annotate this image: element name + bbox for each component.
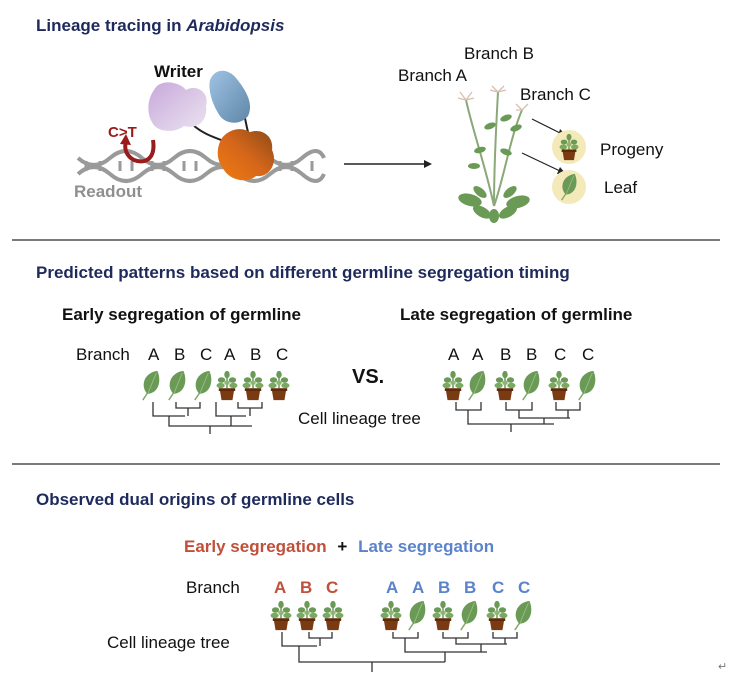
leaf-icon [458, 600, 480, 631]
early-segregation-label: Early segregation [184, 537, 327, 556]
late-heading: Late segregation of germline [400, 305, 633, 324]
leaf-icon [466, 370, 488, 401]
branch-letter: C [492, 578, 505, 597]
tree-label: Cell lineage tree [298, 409, 421, 428]
pot-plant-icon [442, 370, 464, 401]
branch-letter: C [200, 345, 213, 364]
branch-letter: A [412, 578, 425, 597]
observed-tree-label: Cell lineage tree [107, 633, 230, 652]
branch-letter: C [582, 345, 595, 364]
readout-label: Readout [74, 182, 142, 201]
leaf-icon [166, 370, 188, 401]
branch-letter: C [276, 345, 289, 364]
branch-c-label: Branch C [520, 85, 591, 104]
leaf-icon [140, 370, 162, 401]
branch-letter: B [438, 578, 451, 597]
leaf-icon [512, 600, 534, 631]
section3-title: Observed dual origins of germline cells [36, 490, 355, 509]
plus-sign: + [337, 537, 348, 556]
branch-letter: B [250, 345, 262, 364]
branch-letter: A [448, 345, 460, 364]
branch-b-label: Branch B [464, 44, 534, 63]
section1-title-italic: Arabidopsis [186, 16, 285, 35]
pot-plant-icon [268, 370, 290, 401]
writer-orange-domain [217, 129, 275, 181]
branch-a-label: Branch A [398, 66, 467, 85]
pot-plant-icon [380, 600, 402, 631]
legend-leaf-label: Leaf [604, 178, 638, 197]
observed-branch-label: Branch [186, 578, 240, 597]
leaf-icon [192, 370, 214, 401]
branch-letter: A [224, 345, 236, 364]
return-mark: ↵ [718, 661, 728, 673]
early-lineage-tree [152, 402, 263, 434]
section-divider-2 [12, 463, 720, 465]
branch-letter: C [554, 345, 567, 364]
dna-helix [76, 149, 326, 183]
pot-plant-icon [486, 600, 508, 631]
late-segregation-label: Late segregation [358, 537, 495, 556]
progeny-badge [552, 130, 586, 164]
writer-blue-domain [209, 70, 251, 123]
arabidopsis-plant-illustration [457, 85, 530, 223]
leaf-icon [562, 174, 577, 200]
branch-letter: A [274, 578, 287, 597]
legend-progeny-label: Progeny [600, 140, 664, 159]
leaf-icon [520, 370, 542, 401]
branch-letter: A [148, 345, 160, 364]
section-divider-1 [12, 239, 720, 241]
writer-label: Writer [154, 62, 203, 81]
leaf-icon [576, 370, 598, 401]
segregation-legend: Early segregation + Late segregation [184, 537, 494, 557]
edit-arrow-icon [123, 139, 156, 164]
writer-dna-illustration [76, 70, 326, 183]
pot-plant-icon [242, 370, 264, 401]
pot-plant-icon [322, 600, 344, 631]
branch-letter: C [326, 578, 339, 597]
leaf-badge [552, 170, 586, 204]
branch-letter: B [174, 345, 186, 364]
pot-plant-icon [494, 370, 516, 401]
section1-title: Lineage tracing in Arabidopsis [36, 16, 284, 36]
branch-letter: B [300, 578, 313, 597]
pot-plant-icon [296, 600, 318, 631]
arrow-right-icon [344, 160, 432, 168]
observed-lineage-tree [281, 632, 518, 672]
edit-label: C>T [108, 124, 137, 141]
pot-plant-icon [270, 600, 292, 631]
branch-letter: B [464, 578, 477, 597]
leaf-icon [406, 600, 428, 631]
branch-letter: B [500, 345, 512, 364]
section2-title: Predicted patterns based on different ge… [36, 263, 570, 282]
section1-title-text: Lineage tracing in [36, 16, 187, 35]
writer-purple-domain [148, 82, 207, 131]
pot-plant-icon [216, 370, 238, 401]
pot-plant-icon [560, 134, 579, 160]
pot-plant-icon [432, 600, 454, 631]
late-lineage-tree [455, 402, 581, 432]
branch-letter: A [386, 578, 399, 597]
branch-letter: B [526, 345, 538, 364]
branch-letter: A [472, 345, 484, 364]
branch-row-label: Branch [76, 345, 130, 364]
early-heading: Early segregation of germline [62, 305, 302, 324]
pot-plant-icon [548, 370, 570, 401]
vs-label: VS. [352, 366, 385, 388]
branch-letter: C [518, 578, 531, 597]
